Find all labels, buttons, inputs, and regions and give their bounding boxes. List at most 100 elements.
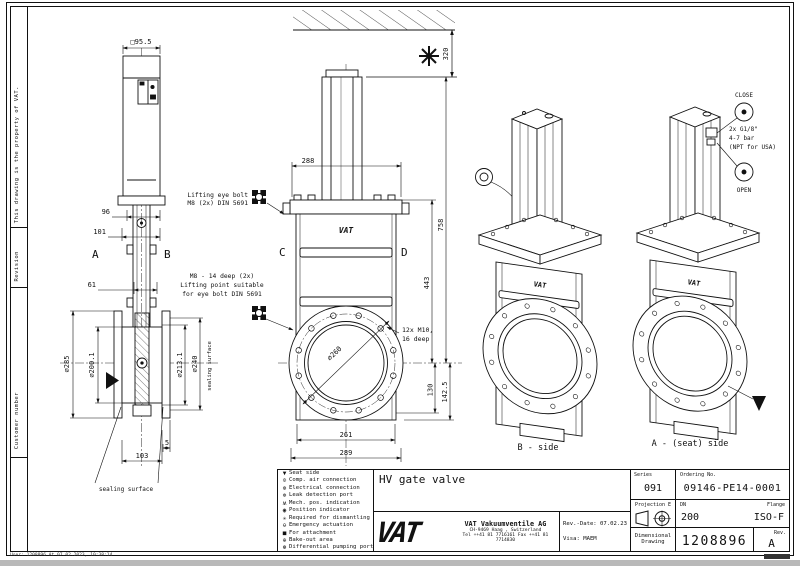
series-value: 091 — [643, 483, 663, 494]
legend-item: ⊙Comp. air connection — [280, 477, 373, 484]
projection-symbol-icon — [635, 510, 671, 527]
position-indicator-icon: ◉ — [282, 507, 287, 515]
mech-pos-icon: ʍ — [282, 499, 287, 507]
dim-142: 142.5 — [441, 381, 449, 402]
dim-61: 61 — [88, 281, 96, 289]
dim-288: 288 — [302, 157, 315, 165]
air-note-line1: 2x G1/8" — [729, 126, 758, 133]
rev-cell: Rev. A — [753, 527, 790, 552]
ordering-value: 09146-PE14-0001 — [683, 483, 782, 494]
dn-flange-cell: DN Flange 200 ISO-F — [675, 499, 790, 528]
close-label: CLOSE — [735, 92, 753, 99]
label-D: D — [401, 246, 408, 259]
emergency-icon: ⊖ — [282, 522, 287, 530]
label-B: B — [164, 248, 171, 261]
ordering-cell: Ordering No. 09146-PE14-0001 — [675, 469, 790, 500]
sidebar: This drawing is the property of VAT. Rev… — [10, 6, 28, 552]
center-vat-logo: VAT — [339, 226, 355, 235]
electrical-icon: ⊗ — [282, 484, 287, 492]
attachment-icon — [252, 190, 266, 204]
lifting-note-2: M8 - 14 deep (2x) Lifting point suitable… — [180, 273, 294, 331]
svg-text:M8 - 14 deep (2x): M8 - 14 deep (2x) — [190, 273, 254, 280]
leak-detection-icon: ⊚ — [282, 492, 287, 500]
sealing-surface-bottom: sealing surface — [99, 486, 154, 493]
rev-value: A — [768, 537, 775, 550]
dim-actuator-width: □95.5 — [130, 38, 151, 46]
dim-213: ∅213.1 — [176, 352, 184, 377]
center-view-dims — [290, 76, 454, 462]
doc-type-cell: Dimensional Drawing — [630, 527, 676, 552]
drawing-number: 1208896 — [681, 534, 748, 549]
position-indicator-icon — [475, 168, 493, 186]
left-view — [60, 48, 218, 468]
legend-item: ⊖Emergency actuation — [280, 522, 373, 529]
page-edge — [0, 560, 800, 566]
dim-103: 103 — [136, 452, 149, 460]
dim-443: 443 — [423, 277, 431, 290]
dim-5: 5 — [165, 439, 169, 447]
corner-mark — [764, 554, 790, 559]
dim-289: 289 — [340, 449, 353, 457]
legend-item: ◉Position indicator — [280, 507, 373, 514]
label-C: C — [279, 246, 286, 259]
flange-value: ISO-F — [753, 512, 784, 523]
dim-320 — [366, 29, 457, 78]
a-side-view: VAT — [632, 102, 766, 441]
drawing-number-cell: 1208896 — [675, 527, 754, 552]
plot-footer-note: User: 1208896 At 07.02.2023, 10:38:14 — [10, 552, 113, 558]
outer-frame — [6, 2, 794, 556]
comp-air-icon: ⊙ — [282, 477, 287, 485]
visa: Visa: MAEM — [563, 536, 597, 543]
dn-value: 200 — [681, 512, 700, 523]
series-cell: Series 091 — [630, 469, 676, 500]
air-note-line2: 4-7 bar — [729, 135, 755, 142]
bake-out-icon: ⊕ — [282, 536, 287, 544]
label-A: A — [92, 248, 99, 261]
sidebar-property-section: This drawing is the property of VAT. — [10, 6, 28, 228]
seat-side-triangle-icon — [752, 396, 766, 411]
open-label: OPEN — [737, 187, 752, 194]
legend-item: ⊛Differential pumping port — [280, 544, 374, 552]
svg-text:VAT: VAT — [377, 517, 425, 547]
ceiling-section — [293, 10, 455, 31]
b-side-view: VAT — [475, 108, 603, 443]
title-block: Series 091 Ordering No. 09146-PE14-0001 … — [630, 469, 790, 552]
sealing-surface-side: sealing surface — [207, 341, 213, 391]
bolt-note-line1: 12x M10, — [402, 326, 433, 334]
lifting-note-1: Lifting eye bolt M8 (2x) DIN 5691 — [187, 190, 285, 215]
dismantle-icon: ✳ — [282, 514, 287, 522]
seat-side-icon: ▼ — [282, 470, 287, 477]
attachment-icon: ■ — [282, 529, 287, 537]
svg-text:Lifting point suitable: Lifting point suitable — [180, 282, 264, 289]
legend-item: ⊕Bake-out area — [280, 537, 373, 544]
legend-item: ⊗Electrical connection — [280, 485, 373, 492]
dismantle-asterisk-icon — [419, 46, 439, 66]
dim-130: 130 — [427, 384, 435, 397]
dim-285: ∅285 — [63, 356, 71, 373]
sidebar-revision-section: Revision — [10, 228, 28, 288]
legend-item: ■For attachment — [280, 530, 373, 537]
vat-logo: VAT — [374, 512, 452, 551]
company-box: VAT VAT Vakuumventile AG CH-9469 Haag , … — [373, 511, 631, 552]
center-view — [278, 64, 462, 466]
dim-261: 261 — [340, 431, 353, 439]
company-phone: Tel ++41 81 7716161 Fax ++41 81 7714830 — [462, 533, 549, 543]
left-view-dims — [70, 45, 203, 484]
dim-101: 101 — [93, 228, 106, 236]
company-name: VAT Vakuumventile AG — [464, 520, 547, 528]
legend-item: ⊚Leak detection port — [280, 492, 373, 499]
projection-cell: Projection E — [630, 499, 676, 528]
legend-item: ✳Required for dismantling — [280, 515, 373, 522]
dim-96: 96 — [102, 208, 110, 216]
rev-date: Rev.-Date: 07.02.23 — [563, 520, 627, 527]
dim-240: ∅240 — [191, 356, 199, 373]
diff-pumping-icon: ⊛ — [282, 544, 287, 552]
svg-text:Lifting eye bolt: Lifting eye bolt — [187, 192, 248, 199]
svg-text:for eye bolt DIN 5691: for eye bolt DIN 5691 — [182, 291, 262, 298]
air-note-line3: (NPT for USA) — [729, 144, 776, 151]
sidebar-customer-section: Customer number — [10, 288, 28, 458]
drawing-title: HV gate valve — [379, 473, 466, 486]
